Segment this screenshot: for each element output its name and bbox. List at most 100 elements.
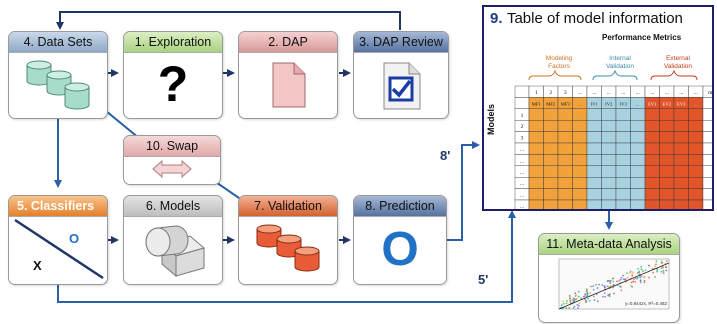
- table-cell: [601, 154, 617, 166]
- table-row-label: ...: [520, 147, 525, 153]
- table-cell: [572, 188, 588, 201]
- table-title-text: Table of model information: [506, 10, 683, 27]
- table-subheader-label: EV1: [648, 101, 657, 106]
- table-cell: [543, 199, 559, 209]
- scatter-point: [644, 269, 647, 271]
- model-info-table-panel: 9. Table of model information Performanc…: [482, 5, 714, 211]
- table-cell: [659, 142, 675, 155]
- table-cell: [673, 131, 689, 144]
- table-row-label: ...: [520, 170, 525, 176]
- table-cell: [601, 199, 617, 209]
- scatter-point: [619, 278, 622, 281]
- table-cell: [688, 131, 704, 144]
- table-cell: [630, 154, 646, 166]
- box-prediction-header: 8. Prediction: [354, 196, 446, 217]
- table-header-label: ...: [592, 90, 597, 96]
- scatter-point: [652, 271, 654, 274]
- scatter-point: [631, 271, 634, 274]
- box-metadata-analysis[interactable]: 11. Meta-data Analysis y=0.8442x, R²=0.4…: [538, 233, 680, 323]
- box-prediction[interactable]: 8. Prediction O: [353, 195, 447, 285]
- scatter-point: [660, 260, 663, 262]
- box-exploration[interactable]: 1. Exploration ?: [123, 31, 223, 119]
- table-cell: [630, 165, 646, 178]
- table-cell: [659, 199, 675, 209]
- classifier-o-label: O: [69, 231, 80, 246]
- table-cell: [601, 108, 617, 121]
- scatter-point: [665, 266, 667, 269]
- cube-icon: [145, 225, 206, 278]
- scatter-point: [626, 272, 628, 274]
- table-cell: [615, 131, 631, 144]
- scatter-point: [662, 271, 665, 274]
- scatter-point: [634, 281, 637, 283]
- box-classifiers[interactable]: 5. Classifiers X O: [8, 195, 108, 285]
- label-8-prime: 8': [440, 148, 451, 163]
- box-swap[interactable]: 10. Swap: [123, 135, 221, 185]
- box-dap-review-header: 3. DAP Review: [354, 32, 448, 53]
- box-metadata-header: 11. Meta-data Analysis: [539, 234, 679, 255]
- table-cell: [688, 108, 704, 121]
- scatter-point: [588, 300, 591, 302]
- table-cell: [644, 188, 660, 201]
- scatter-point: [665, 260, 668, 262]
- table-cell: [630, 188, 646, 201]
- table-cell: [572, 199, 588, 209]
- scatter-point: [578, 304, 580, 307]
- performance-metrics-label: Performance Metrics: [602, 33, 682, 42]
- table-cell: [673, 154, 689, 166]
- table-header-label: ...: [694, 90, 699, 96]
- table-subheader-label: IV1: [591, 101, 599, 106]
- box-dap[interactable]: 2. DAP: [238, 31, 338, 119]
- scatter-point: [611, 277, 614, 280]
- table-header-label: 1: [535, 90, 538, 96]
- table-cell: [557, 176, 573, 189]
- scatter-point: [560, 304, 563, 307]
- scatter-point: [622, 278, 625, 281]
- label-5-prime: 5': [478, 272, 489, 287]
- scatter-point: [636, 272, 639, 274]
- scatter-point: [640, 275, 643, 277]
- table-cell: [615, 188, 631, 201]
- scatter-point: [604, 286, 606, 289]
- table-cell: [688, 154, 704, 166]
- question-mark-icon: ?: [157, 56, 189, 112]
- table-cell: [615, 142, 631, 155]
- box-data-sets[interactable]: 4. Data Sets: [8, 31, 108, 119]
- scatter-point: [656, 270, 658, 273]
- table-cell: [543, 142, 559, 155]
- table-cell: [528, 165, 544, 178]
- table-cell: [630, 119, 646, 132]
- table-cell: [586, 165, 602, 178]
- table-cell: [673, 176, 689, 189]
- table-cell: [702, 108, 712, 121]
- scatter-point: [619, 286, 622, 288]
- table-cell: [673, 142, 689, 155]
- scatter-point: [631, 275, 634, 277]
- table-cell: [630, 199, 646, 209]
- table-cell: [644, 131, 660, 144]
- table-cell: [572, 108, 588, 121]
- box-validation[interactable]: 7. Validation: [238, 195, 338, 285]
- internal-validation-label: Internal Validation: [605, 55, 635, 70]
- table-subheader-label: EV2: [663, 101, 672, 106]
- table-title: 9. Table of model information: [490, 10, 683, 28]
- box-dap-review[interactable]: 3. DAP Review: [353, 31, 449, 119]
- table-row-label: 3: [521, 136, 524, 142]
- table-cell: [673, 108, 689, 121]
- table-cell: [659, 119, 675, 132]
- box-data-sets-header: 4. Data Sets: [9, 32, 107, 53]
- scatter-point: [577, 307, 579, 309]
- table-cell: [572, 142, 588, 155]
- box-models[interactable]: 6. Models: [123, 195, 223, 285]
- scatter-point: [572, 307, 575, 309]
- scatter-point: [632, 280, 635, 283]
- table-cell: [688, 199, 704, 209]
- table-cell: [673, 119, 689, 132]
- scatter-point: [648, 276, 650, 279]
- scatter-point: [632, 278, 635, 281]
- scatter-point: [640, 266, 643, 268]
- table-cell: [615, 176, 631, 189]
- table-cell: [644, 165, 660, 178]
- scatter-point: [603, 292, 606, 294]
- table-cell: [528, 119, 544, 132]
